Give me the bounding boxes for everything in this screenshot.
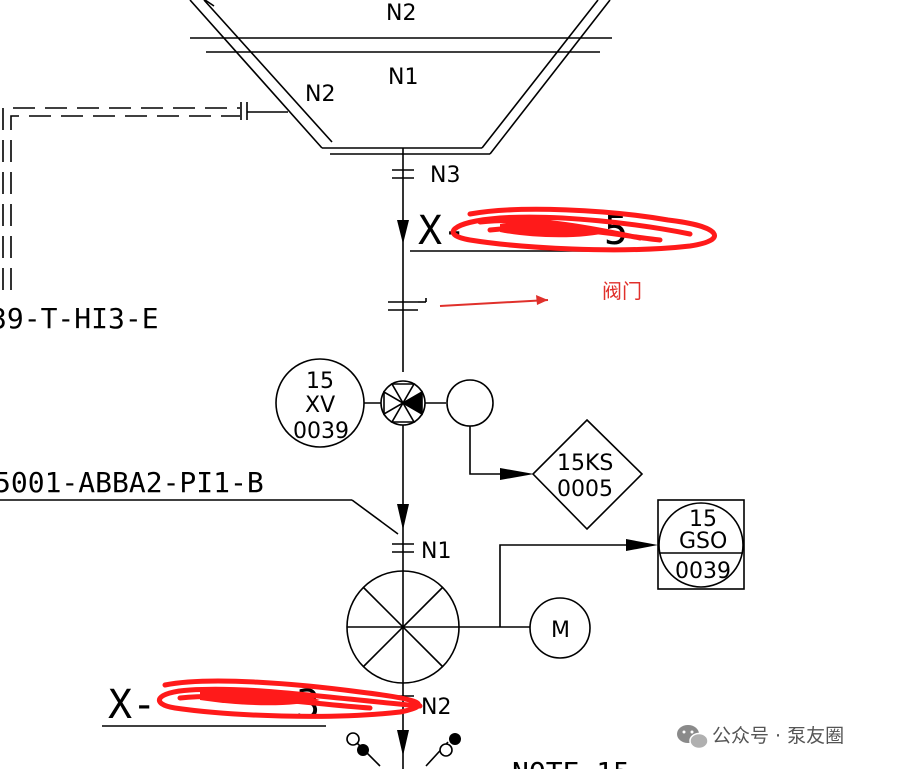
hopper-side-label: N2 <box>305 82 335 107</box>
feeder-outlet-label: N2 <box>421 695 451 720</box>
feeder-inlet-label: N1 <box>421 539 451 564</box>
gso-line3: 0039 <box>675 559 731 584</box>
outlet-pipe <box>388 148 427 372</box>
signal-arrow-ks <box>500 468 534 480</box>
hopper-upper-label: N2 <box>386 1 416 26</box>
hopper-level-label: N1 <box>388 65 418 90</box>
wechat-icon <box>677 725 709 750</box>
inlet-line-code: 5001-ABBA2-PI1-B <box>0 466 264 499</box>
flow-arrow-down-3 <box>397 730 409 756</box>
flow-arrow-down-1 <box>397 220 409 244</box>
watermark: 公众号 · 泵友圈 <box>677 725 844 750</box>
gso-line1: 15 <box>689 507 717 532</box>
note-fragment: NOTE 15 <box>512 756 630 769</box>
ks-instrument: 15KS 0005 <box>531 418 644 531</box>
signal-arrow-gso <box>626 539 658 551</box>
valve-note-arrow <box>439 299 549 307</box>
outlet-label: N3 <box>430 163 460 188</box>
ks-line1: 15KS <box>557 451 613 476</box>
valve-note-label: 阀门 <box>602 279 642 303</box>
xv-line2: XV <box>305 393 335 418</box>
hopper <box>189 0 612 155</box>
watermark-text: 公众号 · 泵友圈 <box>712 725 844 747</box>
xv-instrument-bubble: 15 XV 0039 <box>275 358 365 448</box>
redacted-tag-2-prefix: X- <box>108 682 156 728</box>
redacted-tag-2: X- 3 <box>102 678 423 728</box>
spray-nozzle-right <box>449 733 461 745</box>
gso-line2: GSO <box>679 529 727 554</box>
lower-pipe <box>0 425 414 572</box>
flow-arrow-down-2 <box>397 504 409 530</box>
ks-line2: 0005 <box>557 477 613 502</box>
spray-nozzle-left <box>346 732 360 746</box>
actuator-bubble <box>446 379 500 475</box>
xv-line3: 0039 <box>293 419 349 444</box>
left-line-code: 39-T-HI3-E <box>0 302 159 335</box>
left-dashed-line <box>2 102 288 290</box>
xv-valve <box>380 380 446 426</box>
xv-line1: 15 <box>306 369 334 394</box>
motor-label: M <box>551 618 570 643</box>
gso-instrument: 15 GSO 0039 <box>657 499 745 590</box>
motor: M <box>529 597 591 659</box>
redacted-tag-1: X- 5 <box>410 206 717 254</box>
redacted-tag-1-prefix: X- <box>418 208 466 254</box>
